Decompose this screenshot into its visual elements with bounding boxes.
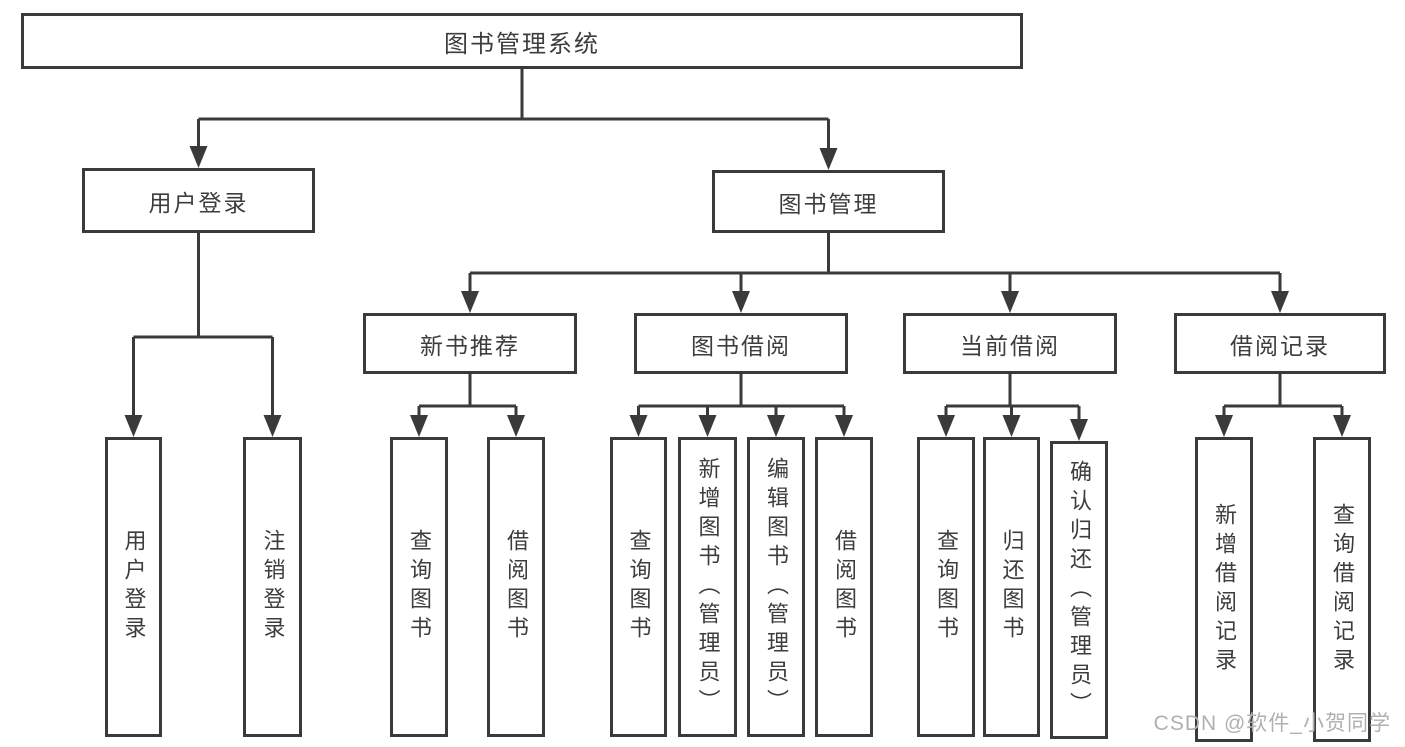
node-bb-add: 新增图书（管理员）	[678, 437, 737, 737]
node-new-book-rec: 新书推荐	[363, 313, 577, 374]
node-borrow-records: 借阅记录	[1174, 313, 1386, 374]
node-user-login: 用户登录	[82, 168, 315, 233]
node-root: 图书管理系统	[21, 13, 1023, 69]
node-bb-borrow: 借阅图书	[815, 437, 873, 737]
node-cb-confirm: 确认归还（管理员）	[1050, 441, 1108, 739]
node-br-add: 新增借阅记录	[1195, 437, 1253, 742]
node-login: 用户登录	[105, 437, 162, 737]
node-current-borrow: 当前借阅	[903, 313, 1117, 374]
node-cb-return: 归还图书	[983, 437, 1040, 737]
node-logout: 注销登录	[243, 437, 302, 737]
node-book-borrow: 图书借阅	[634, 313, 848, 374]
node-bb-query: 查询图书	[610, 437, 667, 737]
node-br-query: 查询借阅记录	[1313, 437, 1371, 742]
node-book-mgmt: 图书管理	[712, 170, 945, 233]
watermark: CSDN @软件_小贺同学	[1153, 712, 1391, 735]
node-bb-edit: 编辑图书（管理员）	[747, 437, 805, 737]
node-cb-query: 查询图书	[917, 437, 975, 737]
node-nb-query: 查询图书	[390, 437, 448, 737]
node-nb-borrow: 借阅图书	[487, 437, 545, 737]
